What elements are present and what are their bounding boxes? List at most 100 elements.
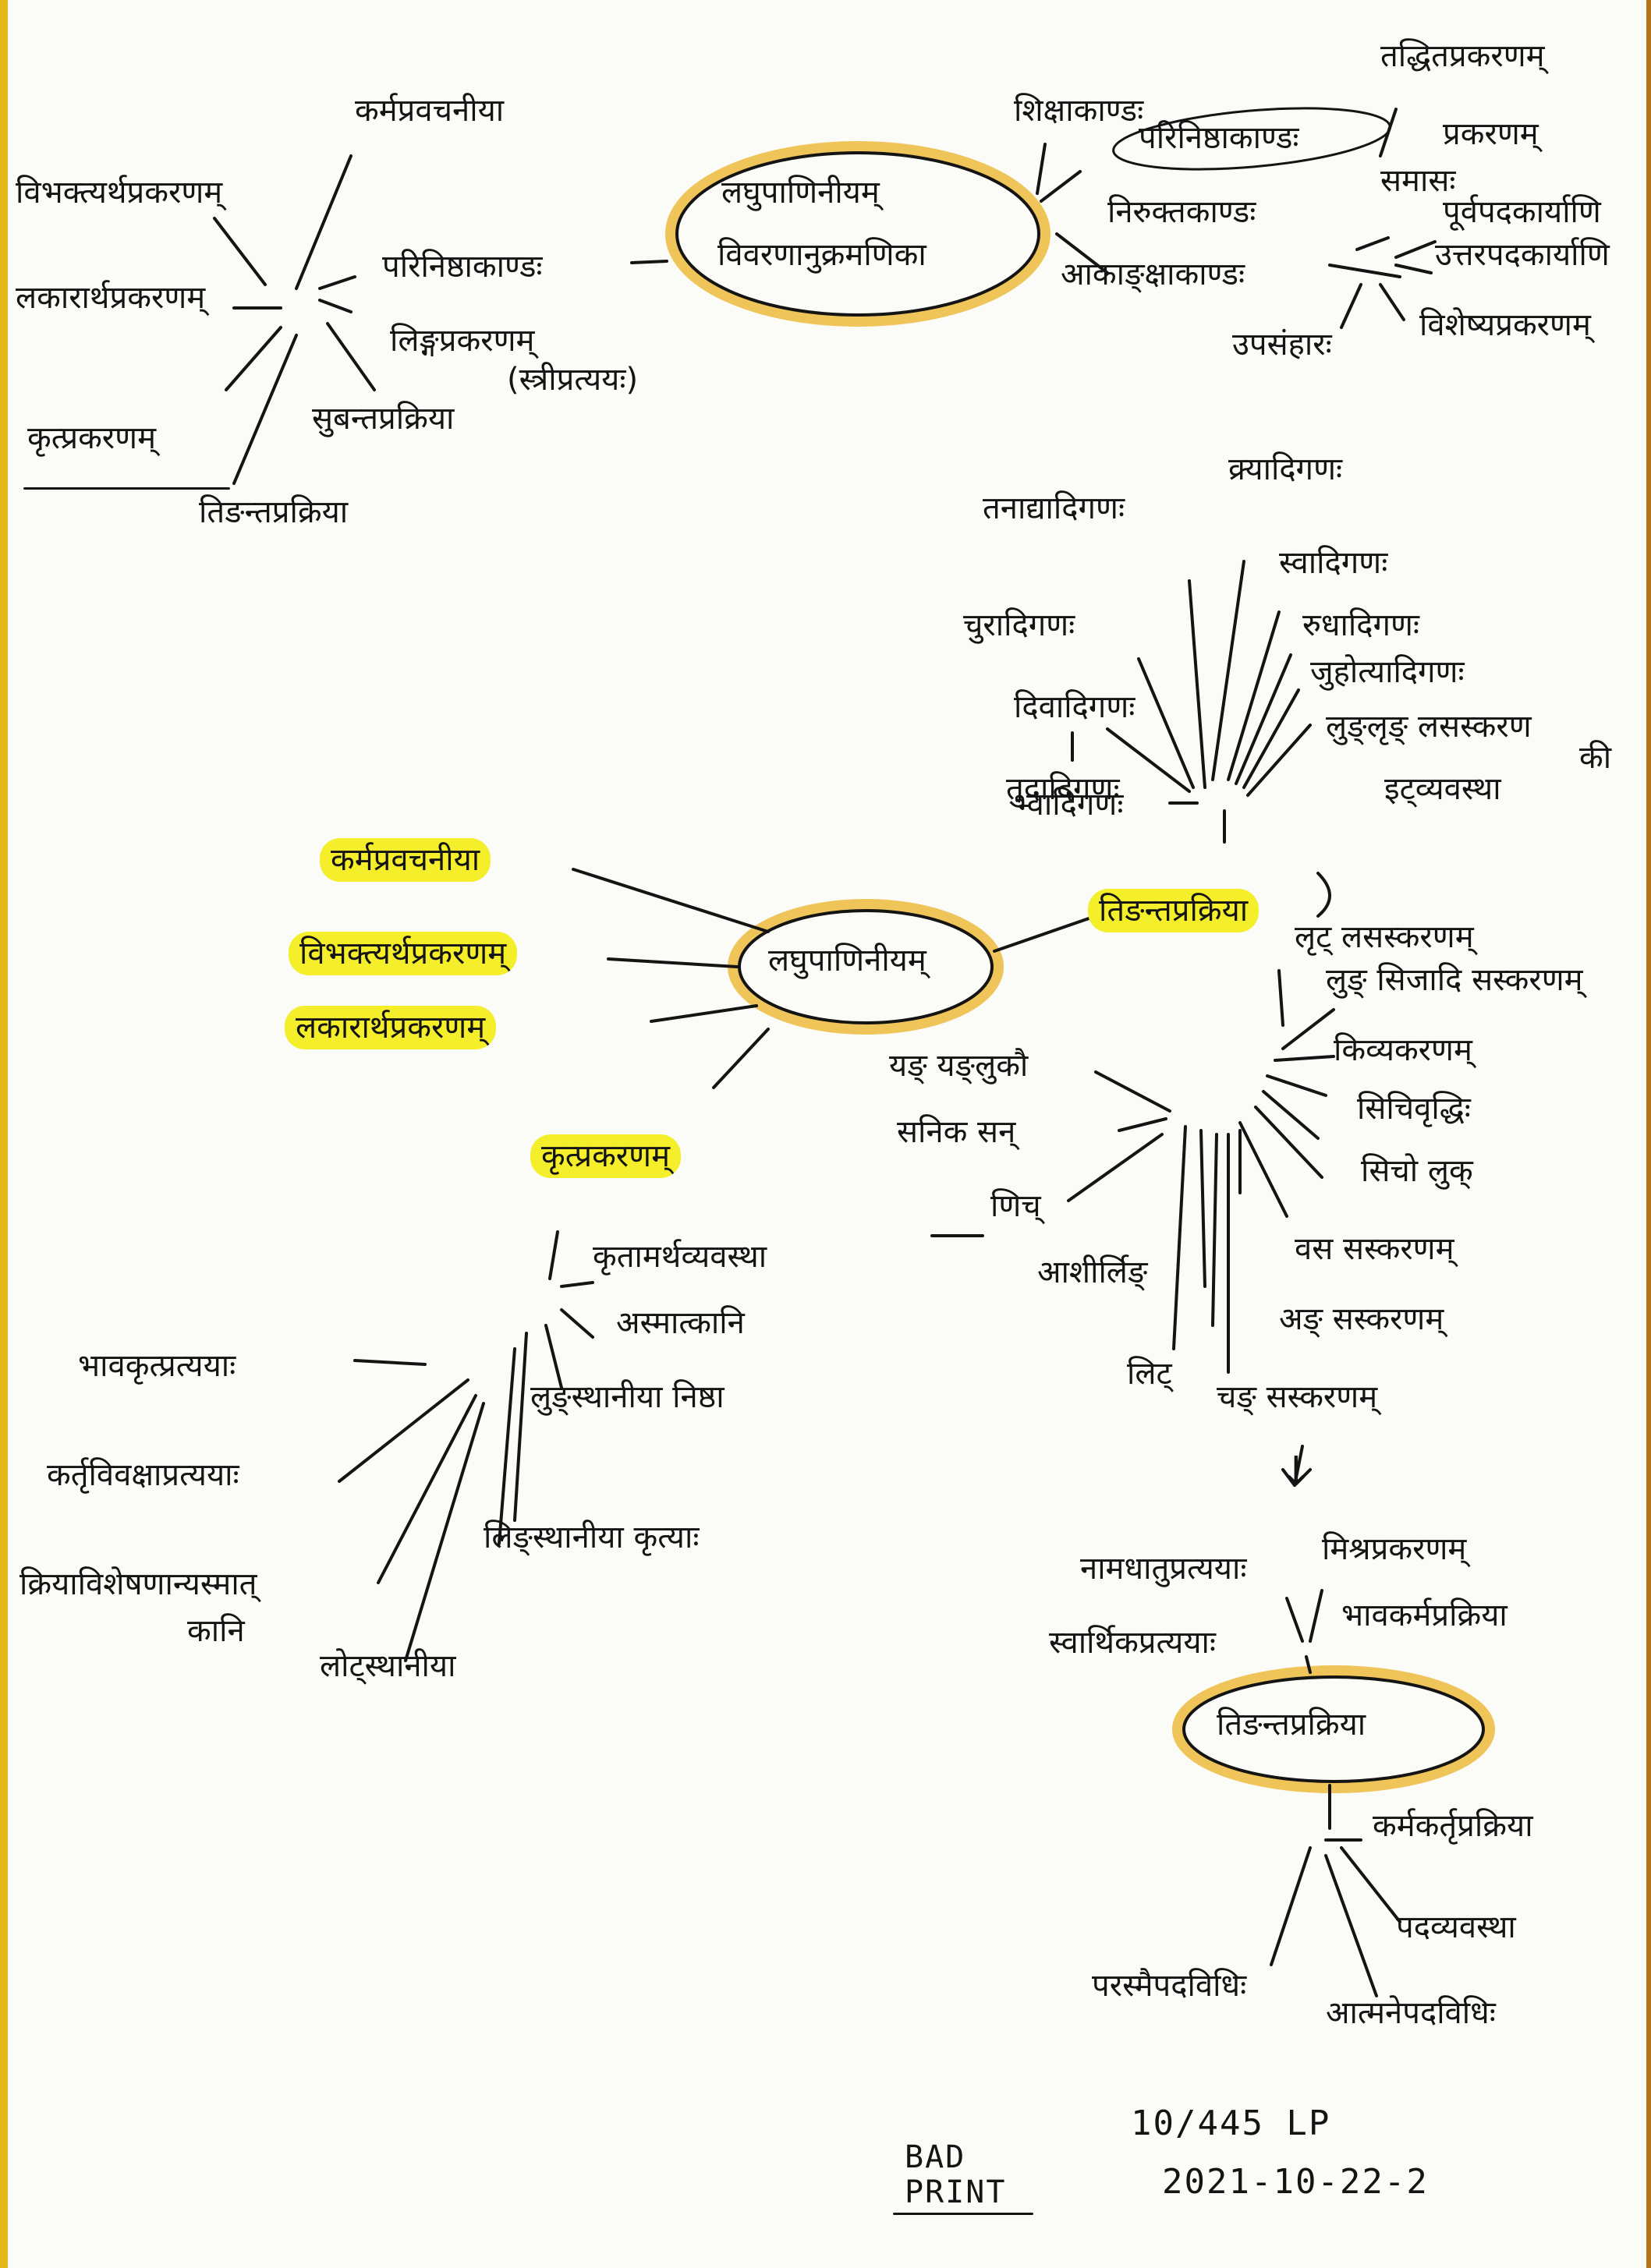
node-upasamhara-top: उपसंहारः [1232,327,1332,363]
node-parinishtha-topright: परिनिष्ठाकाण्डः [1139,120,1299,156]
node-krit-top: कृत्प्रकरणम् [27,420,156,456]
node-lakarartha-mid: लकारार्थप्रकरणम् [285,1006,497,1049]
center-mid-ring-ink [738,909,994,1024]
edge-rs-8 [1106,727,1191,793]
node-tudadi: तुदादिगणः [1006,771,1120,807]
edge-tl-2 [213,217,267,286]
edge-ml-3 [650,1004,758,1023]
edge-rs-7 [1137,657,1195,789]
node-divadi: दिवादिगणः [1014,689,1136,725]
scan-id: 10/445 LP [1131,2103,1331,2143]
node-lun-sijadi: लुङ् सिजादि सस्करणम् [1326,962,1583,998]
edge-tr-10 [1379,108,1398,157]
edge-tl-8 [318,299,353,313]
edge-tl-4 [225,326,282,391]
node-kani: कानि [187,1613,245,1649]
center-top-ring-ink [675,151,1040,317]
edge-tr-2 [1036,143,1047,195]
edge-lr-12 [1211,1133,1218,1327]
node-stripratyaya-top: (स्त्रीप्रत्ययः) [507,362,639,398]
node-svadi: स्वादिगणः [1279,545,1388,581]
edge-ml-2 [607,957,739,968]
node-chan: चङ् सस्करणम् [1217,1379,1378,1415]
edge-br-10 [1281,1468,1296,1487]
node-parasmaipada: परस्मैपदविधिः [1092,1968,1247,2004]
node-parinishtha-top: परिनिष्ठाकाण्डः [382,249,543,285]
node-laghupaniniyam-top: लघुपाणिनीयम् [721,175,880,211]
edge-loop [1316,872,1331,918]
edge-lr-7 [1238,1121,1288,1218]
edge-br-11 [1293,1468,1312,1487]
edge-br-6 [1270,1846,1312,1966]
node-bhvadi: भ्वादिगणः [1014,787,1124,823]
edge-rs-1 [1188,579,1206,789]
edge-tr-3 [1055,232,1109,274]
edge-br-2 [1309,1589,1323,1643]
edge-ll-1 [548,1230,559,1280]
node-tinanta-top: तिङन्तप्रक्रिया [199,494,349,530]
node-subanta-top: सुबन्तप्रक्रिया [312,401,455,437]
node-karmapravachaniya-top: कर्मप्रवचनीया [355,93,505,129]
edge-ml-5 [993,915,1097,953]
underline-krit-top [23,487,230,490]
left-page-edge [0,0,8,2268]
edge-br-7 [1340,1846,1401,1923]
node-vas: वस सस्करणम् [1295,1231,1454,1267]
edge-rs-4 [1235,653,1292,785]
edge-tl-6 [326,322,376,391]
edge-tl-7 [318,275,356,290]
node-mishra: मिश्रप्रकरणम् [1322,1531,1467,1567]
scan-date: 2021-10-22-2 [1162,2162,1429,2202]
edge-lr-8 [1094,1070,1171,1113]
edge-tr-4 [1328,264,1401,278]
node-laghupaniniyam-mid: लघुपाणिनीयम् [768,943,926,978]
center-top-ring [665,141,1050,327]
edge-ll-3 [560,1308,594,1339]
node-itvyavastha: इट्व्यवस्था [1384,771,1501,807]
node-sicho-luk: सिचो लुक् [1361,1153,1473,1189]
node-churadi: चुरादिगणः [963,607,1075,643]
edge-rs-3 [1227,610,1281,781]
node-lun-sthaniya: लुङ्स्थानीया निष्ठा [530,1379,725,1415]
node-shiksha-top: शिक्षाकाण्डः [1014,93,1144,129]
node-sanik: सनिक सन् [897,1114,1016,1150]
node-ashirlin: आशीर्लिङ् [1037,1254,1148,1290]
node-purvapada-top: पूर्वपदकार्याणि [1443,194,1601,230]
node-vibhaktyartha-top: विभक्त्यर्थप्रकरणम् [16,175,223,211]
edge-tr-5 [1355,236,1390,251]
edge-tl-5 [232,334,298,485]
node-lin-sthaniya: लिङ्स्थानीया कृत्याः [484,1520,700,1555]
down-arrow-mid: ↓ [1279,1449,1313,1495]
node-nirukta-top: निरुक्तकाण्डः [1107,194,1256,230]
edge-lr-14 [1172,1125,1187,1350]
edge-lr-10 [1067,1133,1164,1202]
node-lrit: लृट् लसस्करणम् [1295,919,1474,955]
edge-ll-7 [353,1359,427,1366]
node-an: अङ् सस्करणम् [1279,1301,1444,1337]
node-bhavakrit: भावकृत्प्रत्ययाः [78,1348,236,1384]
center-bottom-ring [1172,1665,1495,1793]
node-padavyavastha: पदव्यवस्था [1396,1909,1516,1945]
edge-ml-4 [712,1028,770,1089]
edge-lr-3 [1274,1055,1335,1062]
node-nich: णिच् [990,1188,1041,1224]
node-atmanepada: आत्मनेपदविधिः [1326,1995,1496,2031]
node-asmat-kani: अस्मात्कानि [616,1305,745,1341]
node-kartrivivaksha: कर्तृविवक्षाप्रत्ययाः [47,1457,239,1493]
edge-lr-9 [1118,1117,1167,1132]
node-namadhatu: नामधातुप्रत्ययाः [1080,1551,1247,1587]
node-karmakartri: कर्मकर्तृप्रक्रिया [1373,1808,1533,1844]
node-tinanta-mid: तिङन्तप्रक्रिया [1088,889,1260,932]
edge-lr-1 [1277,969,1284,1027]
node-kryadi: क्र्यादिगणः [1228,451,1343,487]
stamp-underline [893,2213,1033,2215]
edge-tr-6 [1394,240,1437,259]
edge-tl-9 [630,260,668,264]
node-sichivriddhi: सिचिवृद्धिः [1357,1091,1471,1127]
stamp-print: PRINT [905,2174,1007,2210]
node-krit-mid: कृत्प्रकरणम् [530,1134,681,1178]
edge-ml-1 [572,868,770,933]
node-uttarapada-top: उत्तरपदकार्याणि [1435,237,1610,273]
edge-ll-10 [404,1402,485,1662]
